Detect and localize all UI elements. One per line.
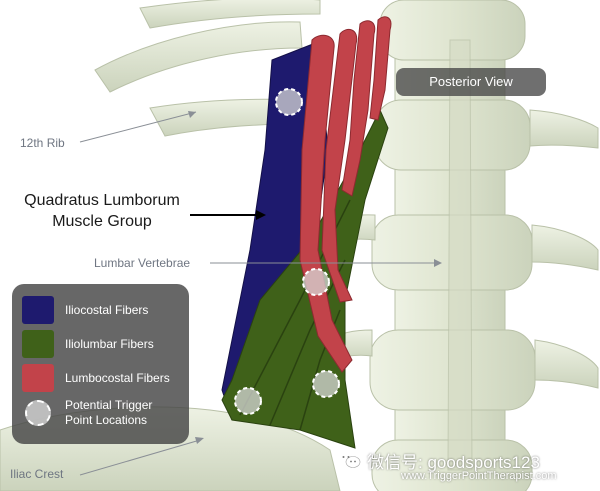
legend-item-trigger-points: Potential Trigger Point Locations — [22, 398, 187, 428]
rib-label: 12th Rib — [20, 136, 65, 150]
title-line-1: Quadratus Lumborum — [24, 192, 180, 209]
iliolumbar-swatch — [22, 330, 54, 358]
trigger-point-2 — [302, 268, 330, 296]
legend: Iliocostal Fibers Iliolumbar Fibers Lumb… — [12, 284, 189, 444]
trigger-point-3 — [234, 387, 262, 415]
lumbar-vertebrae — [324, 0, 599, 491]
watermark-handle: 微信号: goodsports123 — [367, 453, 540, 472]
quadratus-lumborum — [221, 16, 392, 449]
trigger-point-4 — [312, 370, 340, 398]
title-line-2: Muscle Group — [52, 213, 152, 230]
title-pointer-arrowhead — [256, 210, 266, 220]
rib-pointer-arrowhead — [188, 111, 196, 118]
pointer-lines — [79, 111, 442, 476]
iliac-pointer-arrowhead — [195, 437, 204, 444]
legend-item-iliolumbar: Iliolumbar Fibers — [22, 330, 187, 360]
legend-item-lumbocostal: Lumbocostal Fibers — [22, 364, 187, 394]
transverse-process-3 — [534, 339, 599, 389]
posterior-view-badge: Posterior View — [396, 68, 546, 96]
legend-label-lumbocostal: Lumbocostal Fibers — [65, 371, 170, 385]
watermark-url: www.TriggerPointTherapist.com — [401, 470, 557, 482]
lumbocostal-strip-2 — [321, 28, 358, 303]
legend-label-trigger-points: Potential Trigger Point Locations — [65, 398, 152, 428]
legend-label-iliolumbar: Iliolumbar Fibers — [65, 337, 154, 351]
vertebrae-pointer-arrowhead — [434, 259, 442, 267]
lumbocostal-swatch — [22, 364, 54, 392]
transverse-process-2 — [531, 224, 599, 271]
ribs — [94, 0, 321, 137]
wechat-icon — [338, 451, 361, 468]
spinous-process — [447, 39, 473, 471]
lumbocostal-strip-4 — [369, 16, 392, 121]
trigger-point-1 — [275, 88, 303, 116]
legend-item-iliocostal: Iliocostal Fibers — [22, 296, 187, 326]
transverse-process-1 — [529, 109, 599, 149]
trigger-point-swatch — [25, 400, 51, 426]
diagram-title: Quadratus Lumborum Muscle Group — [16, 190, 188, 232]
legend-label-iliocostal: Iliocostal Fibers — [65, 303, 149, 317]
legend-label-trigger-line2: Point Locations — [65, 413, 148, 427]
iliac-label: Iliac Crest — [10, 467, 64, 481]
iliac-pointer — [79, 439, 201, 476]
vertebrae-label: Lumbar Vertebrae — [94, 256, 191, 270]
legend-label-trigger-line1: Potential Trigger — [65, 398, 153, 412]
lumbocostal-strip-3 — [341, 20, 376, 197]
rib-top — [139, 0, 321, 29]
iliocostal-swatch — [22, 296, 54, 324]
rib-pointer — [79, 111, 197, 143]
